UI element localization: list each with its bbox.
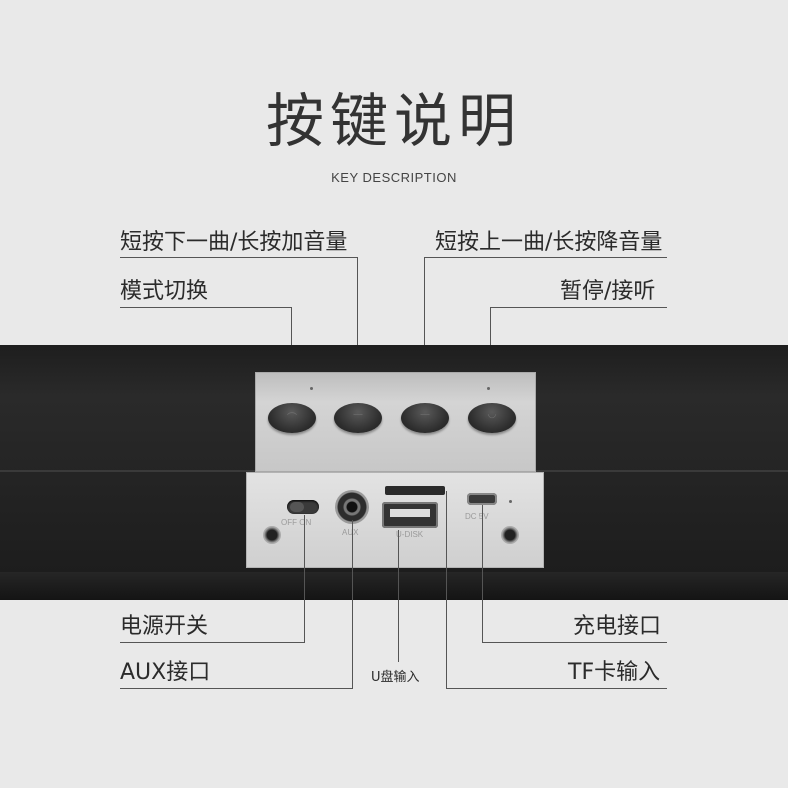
- callout-aux-label: AUX接口: [120, 660, 211, 685]
- led-indicator: [509, 500, 512, 503]
- callout-mode-label: 模式切换: [120, 279, 209, 304]
- next-track-button[interactable]: —: [334, 403, 382, 433]
- leader-line: [120, 257, 358, 258]
- leader-line: [357, 257, 358, 407]
- leader-line: [482, 505, 483, 642]
- dc-print: DC 5V: [465, 512, 489, 521]
- mode-icon: ⌒: [287, 413, 297, 424]
- leader-line: [120, 688, 353, 689]
- prev-track-button[interactable]: —: [401, 403, 449, 433]
- led-indicator: [310, 387, 313, 390]
- callout-pause-label: 暂停/接听: [560, 279, 656, 304]
- callout-charge-label: 充电接口: [573, 614, 662, 639]
- tf-card-slot[interactable]: [385, 486, 445, 495]
- leader-line: [446, 491, 447, 688]
- leader-line: [446, 688, 667, 689]
- page-subtitle: KEY DESCRIPTION: [331, 170, 457, 185]
- next-icon: —: [353, 409, 363, 420]
- switch-print: OFF ON: [281, 518, 312, 527]
- leader-line: [398, 530, 399, 662]
- play-pause-icon: ◡: [487, 409, 497, 420]
- callout-prev-track-label: 短按上一曲/长按降音量: [435, 230, 663, 255]
- aux-print: AUX: [342, 528, 359, 537]
- usb-print: U-DISK: [396, 530, 424, 539]
- leader-line: [304, 515, 305, 642]
- led-indicator: [487, 387, 490, 390]
- callout-next-track-label: 短按下一曲/长按加音量: [120, 230, 348, 255]
- leader-line: [424, 257, 425, 407]
- usb-port[interactable]: [382, 502, 438, 528]
- power-switch[interactable]: [287, 500, 319, 514]
- screw-right: [501, 526, 519, 544]
- micro-usb-port[interactable]: [467, 493, 497, 505]
- callout-power-label: 电源开关: [120, 614, 209, 639]
- leader-line: [120, 642, 305, 643]
- leader-line: [424, 257, 667, 258]
- aux-jack[interactable]: [335, 490, 369, 524]
- leader-line: [120, 307, 292, 308]
- play-pause-button[interactable]: ◡: [468, 403, 516, 433]
- soundbar-base: [0, 572, 788, 600]
- prev-icon: —: [420, 409, 430, 420]
- page-title: 按键说明: [265, 87, 522, 155]
- screw-left: [263, 526, 281, 544]
- mode-button[interactable]: ⌒: [268, 403, 316, 433]
- callout-tf-label: TF卡输入: [568, 660, 661, 685]
- leader-line: [490, 307, 667, 308]
- callout-usb-label: U盘输入: [371, 670, 420, 685]
- leader-line: [352, 520, 353, 688]
- leader-line: [482, 642, 667, 643]
